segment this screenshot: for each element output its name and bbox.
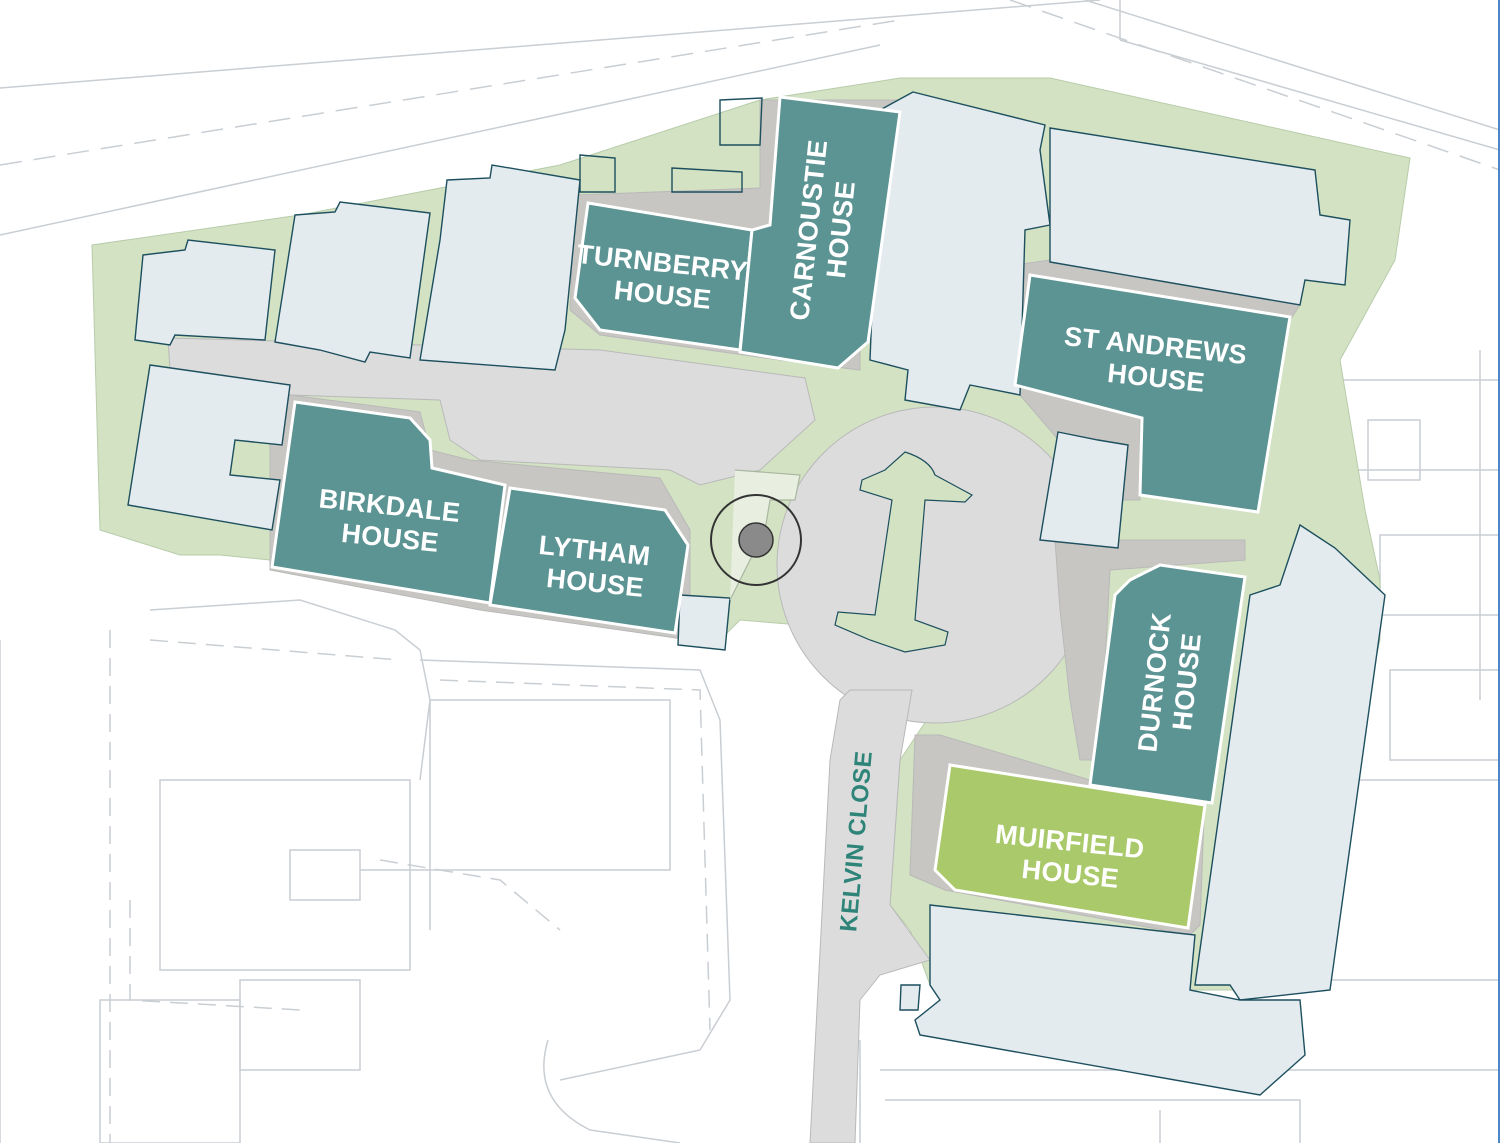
building-durnock-house[interactable]: DURNOCK HOUSE [1088, 563, 1247, 805]
building-carnoustie-house[interactable]: CARNOUSTIE HOUSE [738, 95, 902, 370]
lytham-house-label: LYTHAM HOUSE [534, 530, 659, 604]
building-muirfield-house[interactable]: MUIRFIELD HOUSE [933, 763, 1207, 930]
building-birkdale-house[interactable]: BIRKDALE HOUSE [270, 400, 507, 605]
building-st-andrews-house[interactable]: ST ANDREWS HOUSE [1013, 273, 1292, 514]
building-lytham-house[interactable]: LYTHAM HOUSE [488, 486, 690, 635]
building-turnberry-house[interactable]: TURNBERRY HOUSE [572, 201, 756, 352]
roundabout-island [834, 451, 973, 653]
other-buildings [127, 91, 1386, 1096]
roundabout-marker [710, 469, 802, 601]
